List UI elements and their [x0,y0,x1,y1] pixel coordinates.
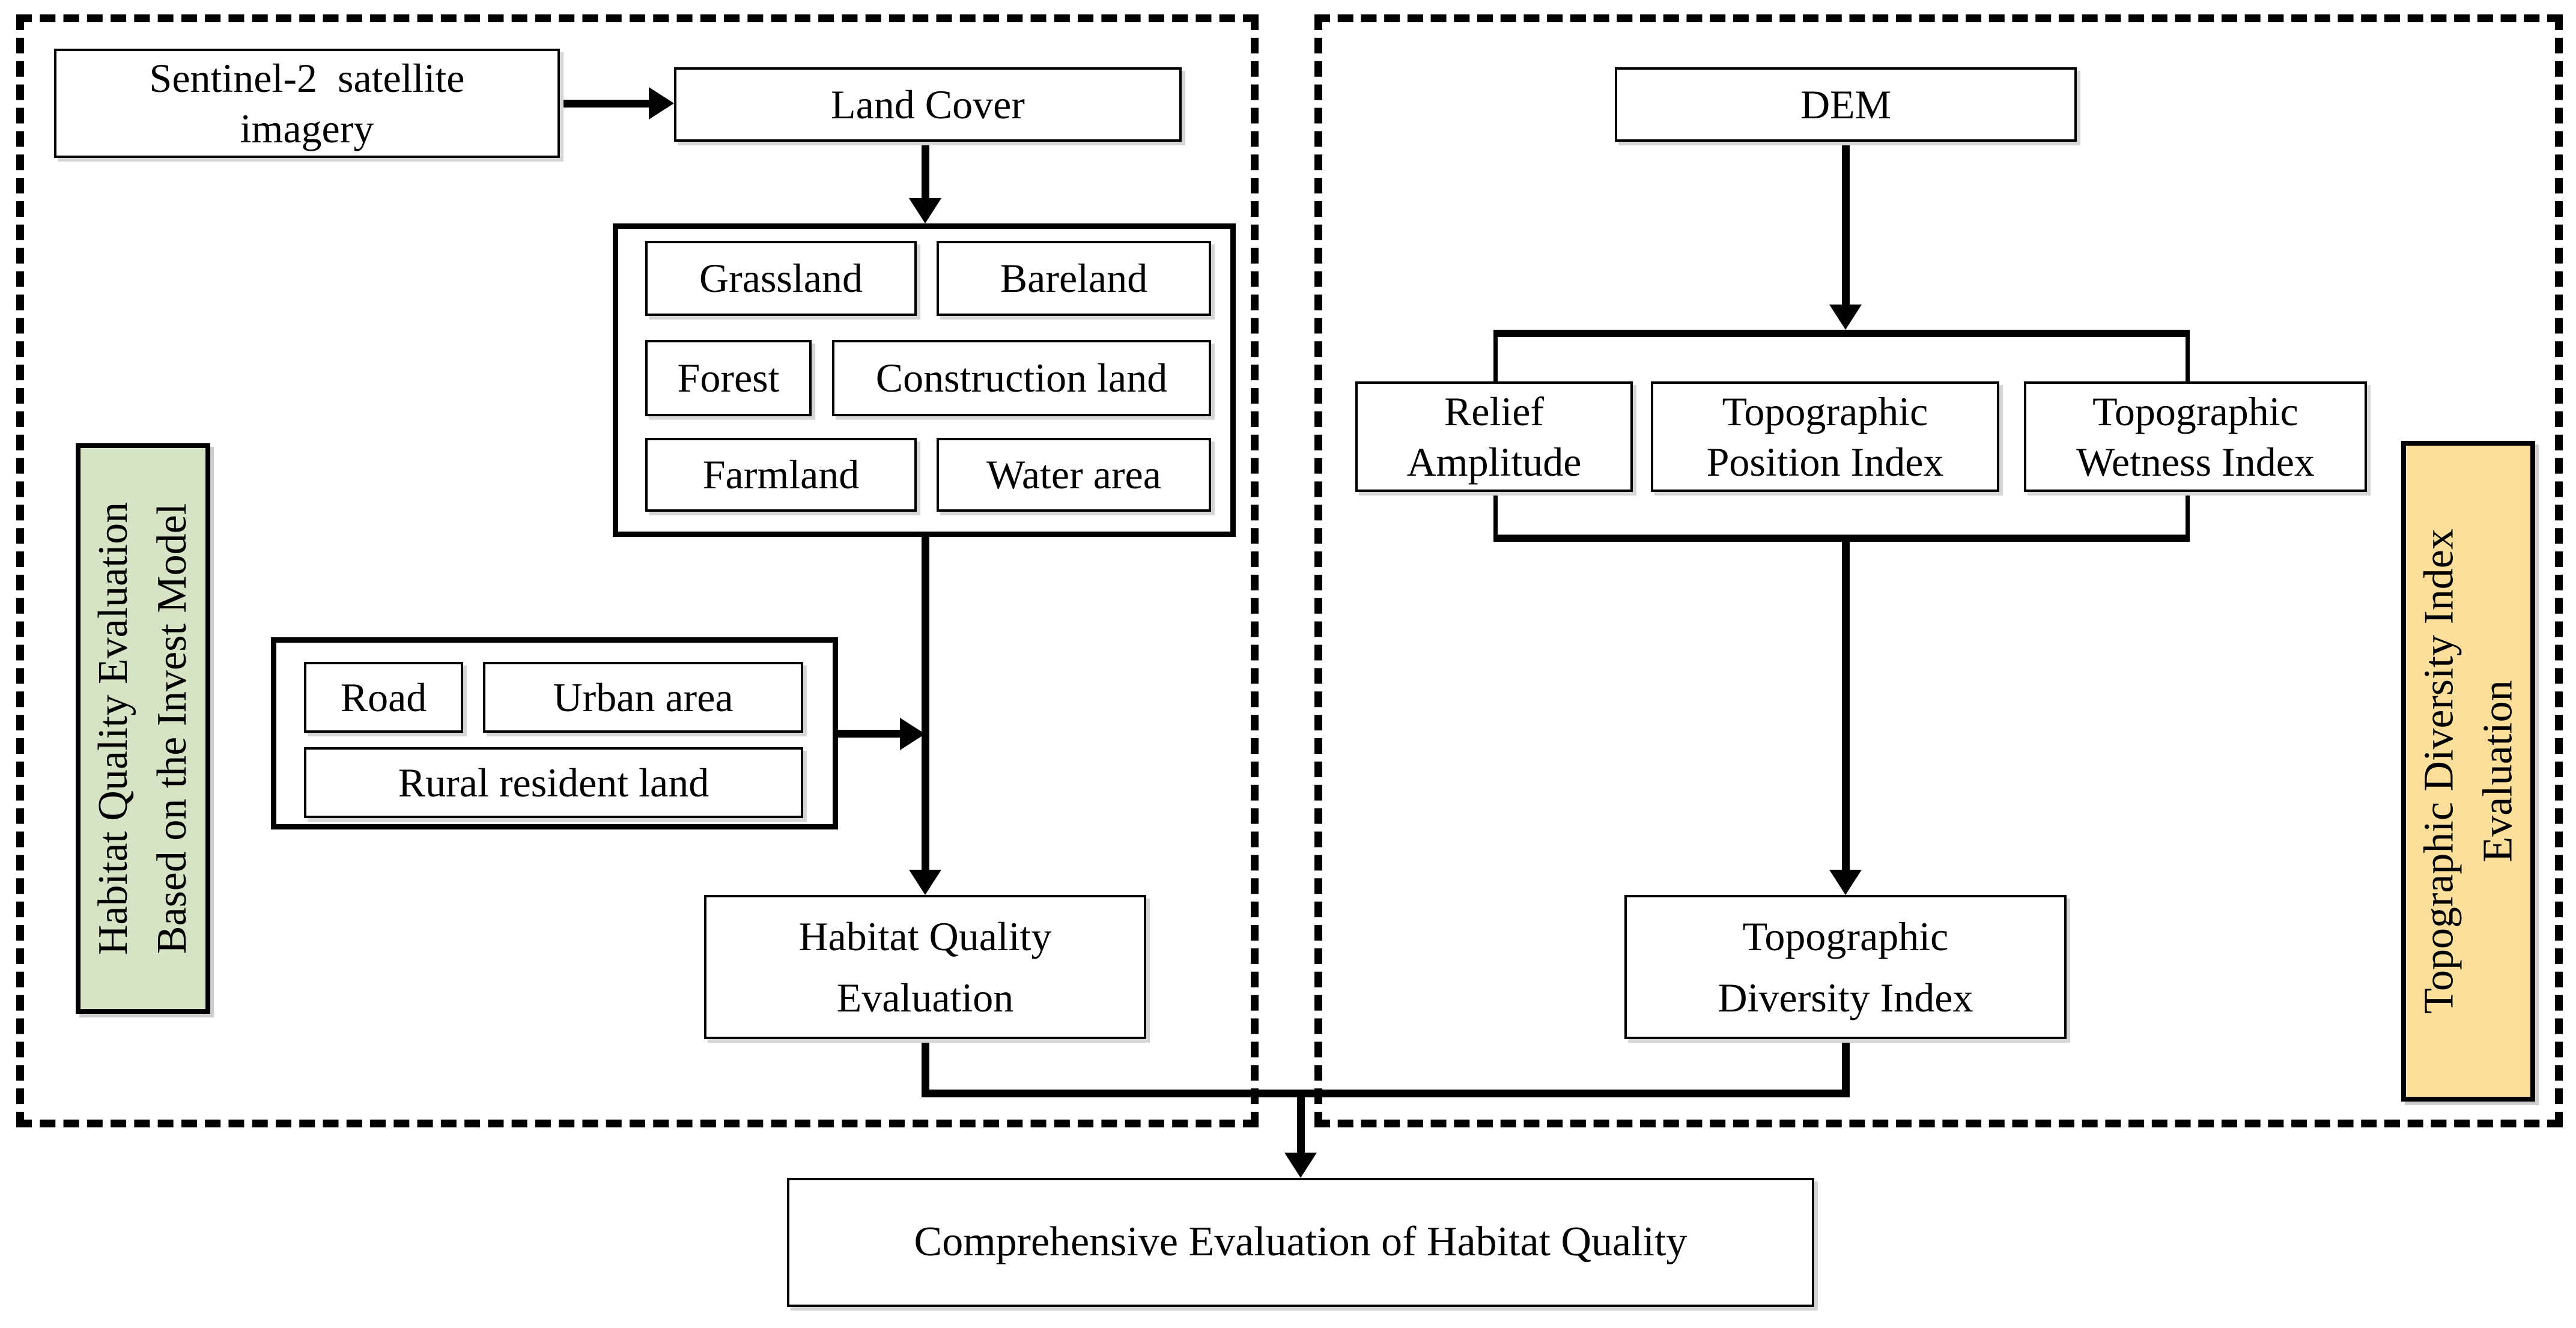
sentinel-line-1: Sentinel-2 satellite [149,55,465,102]
road-box: Road [304,662,463,733]
connector-hqe-down [922,1039,929,1094]
connector-dem-to-indices [1842,142,1850,305]
tpi-line-2: Position Index [1706,438,1944,485]
urban-area-box: Urban area [483,662,803,733]
left-panel-side-label: Habitat Quality Evaluation Based on the … [76,443,210,1014]
topographic-diversity-index-box: Topographic Diversity Index [1624,895,2067,1039]
forest-box: Forest [645,340,812,416]
left-dashed-panel [16,14,1259,1127]
relief-amplitude-box: Relief Amplitude [1355,381,1633,492]
comprehensive-evaluation-box: Comprehensive Evaluation of Habitat Qual… [787,1178,1814,1307]
topographic-wetness-index-box: Topographic Wetness Index [2024,381,2367,492]
bareland-box: Bareland [937,241,1211,316]
left-label-line-2: Based on the Invest Model [149,503,195,954]
topographic-position-index-box: Topographic Position Index [1651,381,1999,492]
relief-line-2: Amplitude [1406,438,1582,485]
right-label-line-2: Evaluation [2474,680,2521,863]
comprehensive-evaluation-label: Comprehensive Evaluation of Habitat Qual… [914,1219,1687,1266]
construction-land-box: Construction land [832,340,1211,416]
relief-line-1: Relief [1444,388,1545,434]
land-cover-types-container [613,223,1236,537]
farmland-label: Farmland [702,452,860,498]
connector-tdi-down [1842,1039,1850,1094]
arrowhead-down [1284,1153,1317,1178]
water-area-label: Water area [986,452,1161,498]
urban-area-label: Urban area [553,674,734,720]
sentinel-line-2: imagery [240,105,374,151]
threats-container [271,637,838,829]
habitat-quality-evaluation-box: Habitat Quality Evaluation [704,895,1146,1039]
right-dashed-panel [1314,14,2563,1127]
arrowhead-right [649,87,674,120]
road-label: Road [340,674,427,720]
farmland-box: Farmland [645,438,917,512]
merge-rail [922,1090,1850,1097]
connector-landcover-to-types [922,142,929,198]
connector-indices-to-tdi [1842,542,1850,870]
arrowhead-down [909,198,941,223]
grassland-box: Grassland [645,241,917,316]
arrowhead-right [900,718,925,750]
land-cover-box: Land Cover [674,67,1182,142]
arrowhead-down [1829,870,1862,895]
left-panel-side-label-text: Habitat Quality Evaluation Based on the … [80,448,205,1009]
forest-label: Forest [677,355,780,401]
twi-line-2: Wetness Index [2076,438,2315,485]
tdi-line-1: Topographic [1742,913,1949,959]
right-label-line-1: Topographic Diversity Index [2415,529,2462,1014]
rural-resident-land-label: Rural resident land [398,759,709,805]
hqe-line-1: Habitat Quality [798,913,1052,959]
right-panel-side-label: Topographic Diversity Index Evaluation [2401,441,2535,1102]
dem-label: DEM [1800,81,1892,127]
right-panel-side-label-text: Topographic Diversity Index Evaluation [2406,446,2530,1097]
water-area-box: Water area [937,438,1211,512]
dem-box: DEM [1615,67,2077,142]
twi-line-1: Topographic [2092,388,2298,434]
connector-merge-to-output [1297,1090,1305,1153]
land-cover-label: Land Cover [831,81,1025,127]
arrowhead-down [1829,305,1862,330]
bareland-label: Bareland [1000,255,1148,302]
left-label-line-1: Habitat Quality Evaluation [90,502,136,956]
connector-threats-to-axis [836,730,900,738]
sentinel-imagery-box: Sentinel-2 satellite imagery [54,49,560,158]
tpi-line-1: Topographic [1722,388,1928,434]
connector-types-to-hqe [922,537,929,870]
hqe-line-2: Evaluation [836,975,1014,1021]
rural-resident-land-box: Rural resident land [304,747,803,818]
grassland-label: Grassland [699,255,863,302]
connector-sentinel-to-landcover [560,100,649,108]
construction-land-label: Construction land [875,355,1168,401]
arrowhead-down [909,870,941,895]
tdi-line-2: Diversity Index [1718,975,1973,1021]
